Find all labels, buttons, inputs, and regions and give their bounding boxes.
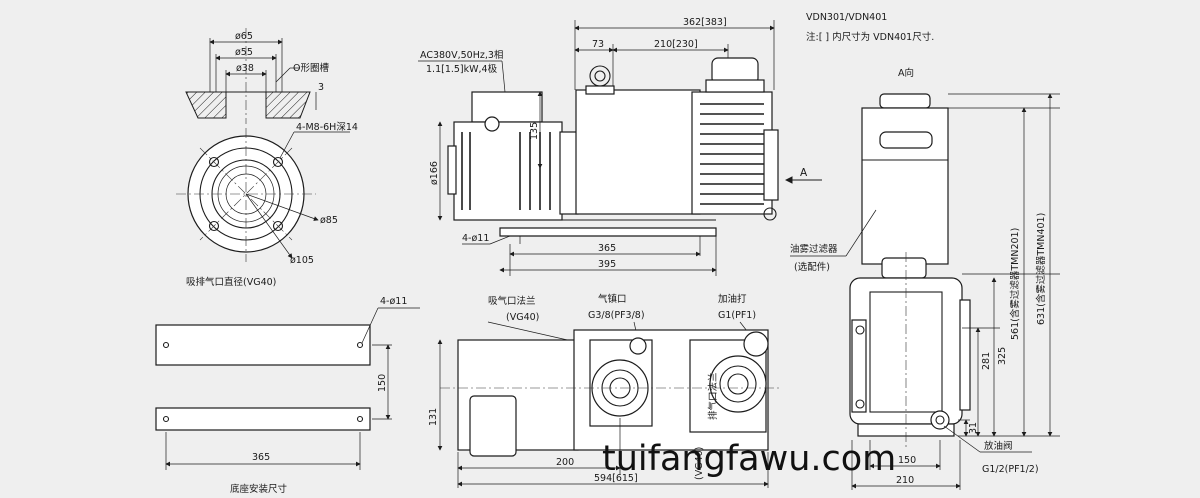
view-arrow-a: A (800, 167, 808, 179)
dim-561: 561(含雾过滤器TMN201) (1009, 228, 1021, 340)
dim-281: 281 (981, 352, 992, 370)
view-a-title: A向 (898, 67, 914, 79)
side-base (499, 227, 717, 237)
oring-groove-label: O形圈槽 (293, 62, 329, 74)
exhaust-port (709, 355, 767, 413)
motor-spec: AC380V,50Hz,3相 (420, 49, 503, 61)
drain-valve-label: 放油阀 (984, 440, 1013, 452)
inlet-vg40: (VG40) (506, 312, 539, 323)
base-caption: 底座安装尺寸 (230, 483, 288, 495)
mist-filter-label: 油雾过滤器 (790, 243, 838, 255)
dim-d65: ø65 (235, 31, 253, 42)
base-holes: 4-ø11 (380, 296, 407, 307)
dim-210: 210[230] (654, 39, 698, 50)
dim-31: 31 (968, 422, 979, 434)
base-length: 365 (252, 452, 270, 463)
motor-body (453, 121, 563, 221)
motor-power: 1.1[1.5]kW,4极 (426, 63, 498, 75)
dim-210-end: 210 (896, 475, 914, 486)
oil-fill-label: 加油打 (718, 293, 747, 305)
dim-depth: 3 (318, 82, 324, 93)
dim-d55: ø55 (235, 47, 253, 58)
watermark: tuifangfawu.com (602, 439, 896, 479)
flange-caption: 吸排气口直径(VG40) (186, 276, 276, 288)
dim-150-end: 150 (898, 455, 916, 466)
drain-valve-thread: G1/2(PF1/2) (982, 464, 1039, 475)
gas-ballast-label: 气镇口 (598, 293, 627, 305)
junction-box-top (469, 395, 517, 457)
bolt-hole (208, 220, 220, 232)
dim-overall-594: 594[615] (594, 473, 638, 484)
oil-fill-thread: G1(PF1) (718, 310, 756, 321)
junction-box (471, 91, 543, 123)
base-mounting-view: 4-ø11 150 365 底座安装尺寸 (155, 296, 420, 495)
dim-73: 73 (592, 39, 604, 50)
pump-cooling-section (691, 91, 773, 215)
dim-overall-length: 362[383] (683, 17, 727, 28)
pump-housing (575, 89, 701, 215)
side-holes: 4-ø11 (462, 233, 489, 244)
gas-ballast-thread: G3/8(PF3/8) (588, 310, 645, 321)
exhaust-flange-label: 排气口法兰 (707, 372, 719, 420)
end-view-a: A向 油雾过滤器 (选配件) 325 281 561(含雾过滤器TMN201) (790, 67, 1060, 490)
outlet-vg40: (VG40) (694, 447, 705, 480)
model-names: VDN301/VDN401 (806, 12, 887, 23)
dim-d85: ø85 (320, 215, 338, 226)
mist-filter-optional: (选配件) (794, 261, 830, 273)
dim-d105: ø105 (290, 255, 314, 266)
dim-365: 365 (598, 243, 616, 254)
base-rail-top (155, 324, 371, 366)
dim-d166: ø166 (429, 161, 440, 185)
dim-395: 395 (598, 259, 616, 270)
dim-135: 135 (529, 122, 540, 140)
dim-131: 131 (428, 408, 439, 426)
header: VDN301/VDN401 注:[ ] 内尺寸为 VDN401尺寸. (806, 12, 934, 43)
dim-d38: ø38 (236, 63, 254, 74)
dim-325: 325 (997, 347, 1008, 365)
bolt-hole (208, 156, 220, 168)
thread-spec: 4-M8-6H深14 (296, 122, 358, 133)
bolt-hole (272, 220, 284, 232)
inlet-flange-label: 吸气口法兰 (488, 295, 536, 307)
side-view: AC380V,50Hz,3相 1.1[1.5]kW,4极 362[383] 73… (418, 17, 822, 276)
bolt-hole (272, 156, 284, 168)
flange-view: ø65 ø55 ø38 O形圈槽 3 4-M8-6H深14 ø85 ø105 (176, 28, 358, 288)
dim-200: 200 (556, 457, 574, 468)
base-width: 150 (377, 374, 388, 392)
bottom-view: 吸气口法兰 (VG40) 气镇口 G3/8(PF3/8) 加油打 G1(PF1)… (428, 293, 780, 488)
base-rail-bottom (155, 407, 371, 431)
dim-631: 631(含雾过滤器TMN401) (1035, 213, 1047, 325)
dimension-note: 注:[ ] 内尺寸为 VDN401尺寸. (806, 31, 934, 43)
